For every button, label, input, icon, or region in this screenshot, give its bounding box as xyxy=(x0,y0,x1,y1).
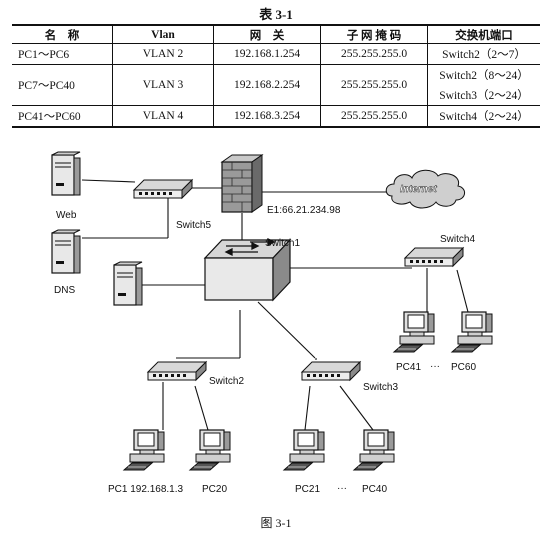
pc41-icon xyxy=(393,311,435,353)
table-caption: 表 3-1 xyxy=(259,7,293,22)
cell-vlan: VLAN 2 xyxy=(112,43,214,65)
web-server-icon xyxy=(51,151,81,196)
switch3-icon xyxy=(301,361,361,381)
cell-vlan: VLAN 3 xyxy=(112,64,214,106)
pc60-icon xyxy=(451,311,493,353)
switch1-label: Switch1 xyxy=(265,238,301,249)
header-ports: 交换机端口 xyxy=(427,24,540,44)
network-links xyxy=(81,179,469,431)
switch2-label: Switch2 xyxy=(209,376,245,387)
dns-label: DNS xyxy=(54,285,76,296)
vlan-table: 名 称 Vlan 网 关 子 网 掩 码 交换机端口 PC1～PC6 VLAN … xyxy=(12,24,540,128)
pc21-label: PC21 xyxy=(295,484,321,495)
cell-mask: 255.255.255.0 xyxy=(320,64,428,106)
cell-ports: Switch2（8～24） xyxy=(427,64,540,85)
firewall-icon xyxy=(220,154,264,213)
pc20-label: PC20 xyxy=(202,484,228,495)
switch5-icon xyxy=(133,179,193,199)
pc20-icon xyxy=(189,429,231,471)
server-icon xyxy=(113,261,143,306)
pc21-icon xyxy=(283,429,325,471)
cell-gateway: 192.168.1.254 xyxy=(213,43,321,65)
cell-vlan: VLAN 4 xyxy=(112,105,214,128)
pc40-icon xyxy=(353,429,395,471)
table-header-row: 名 称 Vlan 网 关 子 网 掩 码 交换机端口 xyxy=(12,24,540,44)
pc60-label: PC60 xyxy=(451,362,477,373)
table-row: Switch3（2～24） xyxy=(12,85,540,106)
table-row: PC1～PC6 VLAN 2 192.168.1.254 255.255.255… xyxy=(12,43,540,65)
switch5-label: Switch5 xyxy=(176,220,212,231)
firewall-interface-label: E1:66.21.234.98 xyxy=(267,205,341,216)
table-row: PC41～PC60 VLAN 4 192.168.3.254 255.255.2… xyxy=(12,105,540,128)
header-gateway: 网 关 xyxy=(213,24,321,44)
switch2-icon xyxy=(147,361,207,381)
cell-ports: Switch4（2～24） xyxy=(427,105,540,128)
pc1-icon xyxy=(123,429,165,471)
cell-mask: 255.255.255.0 xyxy=(320,105,428,128)
switch4-label: Switch4 xyxy=(440,234,476,245)
dns-server-icon xyxy=(51,229,81,274)
header-vlan: Vlan xyxy=(112,24,214,44)
cell-name: PC1～PC6 xyxy=(12,43,113,65)
figure-caption: 图 3-1 xyxy=(260,516,292,530)
cell-name: PC7～PC40 xyxy=(12,64,113,106)
pc41-label: PC41 xyxy=(396,362,422,373)
core-switch1-icon xyxy=(203,237,292,302)
pc1-label: PC1 192.168.1.3 xyxy=(108,484,184,495)
pc40-label: PC40 xyxy=(362,484,388,495)
cell-ports: Switch2（2～7） xyxy=(427,43,540,65)
ellipsis-label: ··· xyxy=(430,361,440,372)
ellipsis-label: ··· xyxy=(337,483,347,494)
header-name: 名 称 xyxy=(12,24,113,44)
cell-gateway: 192.168.3.254 xyxy=(213,105,321,128)
internet-label: Internet xyxy=(400,184,437,195)
internet-cloud-icon xyxy=(385,169,465,209)
header-mask: 子 网 掩 码 xyxy=(320,24,428,44)
cell-mask: 255.255.255.0 xyxy=(320,43,428,65)
cell-name: PC41～PC60 xyxy=(12,105,113,128)
cell-ports: Switch3（2～24） xyxy=(427,85,540,106)
switch3-label: Switch3 xyxy=(363,382,399,393)
switch4-icon xyxy=(404,247,464,267)
web-label: Web xyxy=(56,210,77,221)
cell-gateway: 192.168.2.254 xyxy=(213,64,321,106)
table-row: PC7～PC40 VLAN 3 192.168.2.254 255.255.25… xyxy=(12,64,540,106)
